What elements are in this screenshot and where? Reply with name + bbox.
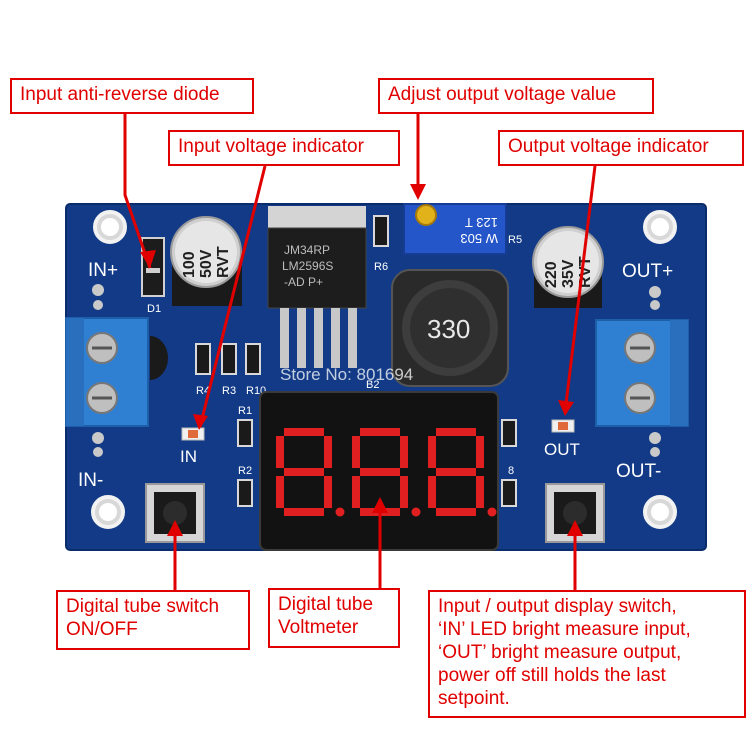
in-minus-label: IN- <box>78 470 103 491</box>
leader-arrowheads <box>140 184 583 536</box>
display-digits <box>276 428 497 517</box>
callout-adjust-voltage: Adjust output voltage value <box>378 78 654 114</box>
mounting-holes <box>91 210 677 529</box>
tube-switch-line1: Digital tube switch <box>66 596 220 617</box>
io-switch-line3: ‘OUT’ bright measure output, <box>438 642 682 663</box>
r4-label: R4 <box>196 385 210 397</box>
b2-label: B2 <box>366 379 379 391</box>
digit-3-segment-c <box>476 476 484 508</box>
digit-1-segment-c <box>324 476 332 508</box>
in-led-label: IN <box>180 447 197 466</box>
r1-label: R1 <box>238 405 252 417</box>
transistor <box>150 336 168 380</box>
digit-3-decimal-point <box>487 507 497 517</box>
digit-1-segment-b <box>324 436 332 468</box>
out-led-label: OUT <box>544 440 580 459</box>
digit-3-segment-g <box>436 468 476 476</box>
callout-tube-switch: Digital tube switch ON/OFF <box>56 590 250 650</box>
digit-2-segment-f <box>352 436 360 468</box>
cap-left-line3: RVT <box>215 246 232 278</box>
solder-pads <box>92 284 661 457</box>
r8-label: 8 <box>508 465 514 477</box>
digit-1-segment-d <box>284 508 324 516</box>
regulator-line1: JM34RP <box>284 243 330 257</box>
callout-input-indicator: Input voltage indicator <box>168 130 400 166</box>
tube-switch-line2: ON/OFF <box>66 619 138 640</box>
inductor-330: 330 <box>391 269 509 387</box>
cap-left-line2: 50V <box>198 249 215 278</box>
regulator-line3: -AD P+ <box>284 275 323 289</box>
callout-voltmeter: Digital tube Voltmeter <box>268 588 400 648</box>
cap-right-line2: 35V <box>560 259 577 288</box>
callout-io-switch: Input / output display switch, ‘IN’ LED … <box>428 590 746 718</box>
pot-line1: W 503 <box>460 231 498 246</box>
input-terminal-block <box>65 317 149 427</box>
r5-label: R5 <box>508 234 522 246</box>
callout-anti-reverse-diode: Input anti-reverse diode <box>10 78 254 114</box>
in-plus-label: IN+ <box>88 260 118 281</box>
digital-tube-display <box>259 391 499 551</box>
voltmeter-line2: Voltmeter <box>278 617 359 638</box>
cap-right-line1: 220 <box>543 261 560 288</box>
r3-label: R3 <box>222 385 236 397</box>
digit-3-segment-f <box>428 436 436 468</box>
resistor-r6 <box>373 215 389 247</box>
resistor-array <box>195 343 261 375</box>
digit-1-segment-e <box>276 476 284 508</box>
out-plus-label: OUT+ <box>622 261 673 282</box>
resistors-display-side <box>237 419 517 507</box>
digit-2-segment-e <box>352 476 360 508</box>
cap-left-line1: 100 <box>181 251 198 278</box>
io-switch-line2: ‘IN’ LED bright measure input, <box>438 619 691 640</box>
digit-3-segment-e <box>428 476 436 508</box>
voltmeter-line1: Digital tube <box>278 594 374 615</box>
io-switch-line5: setpoint. <box>438 688 510 709</box>
digit-3-segment-d <box>436 508 476 516</box>
diode-d1 <box>141 237 165 297</box>
watermark: Store No: 801694 <box>280 365 413 384</box>
digit-2-segment-c <box>400 476 408 508</box>
leader-lines <box>123 110 597 590</box>
digit-2-segment-g <box>360 468 400 476</box>
pot-line2: 123 T <box>465 215 498 230</box>
r6-label: R6 <box>374 261 388 273</box>
io-switch-line1: Input / output display switch, <box>438 596 677 617</box>
digit-1-segment-f <box>276 436 284 468</box>
digit-2-segment-b <box>400 436 408 468</box>
io-switch-line4: power off still holds the last <box>438 665 666 686</box>
r2-label: R2 <box>238 465 252 477</box>
lm2596-regulator: JM34RP LM2596S -AD P+ <box>267 206 367 368</box>
output-terminal-block <box>595 319 689 427</box>
d1-label: D1 <box>147 303 161 315</box>
capacitor-100uf: 100 50V RVT <box>170 216 242 306</box>
digit-1-segment-a <box>284 428 324 436</box>
inductor-label: 330 <box>427 314 470 344</box>
digit-2-decimal-point <box>411 507 421 517</box>
digit-1-segment-g <box>284 468 324 476</box>
digit-3-segment-b <box>476 436 484 468</box>
regulator-line2: LM2596S <box>282 259 333 273</box>
digit-2-segment-a <box>360 428 400 436</box>
digit-3-segment-a <box>436 428 476 436</box>
callout-output-indicator: Output voltage indicator <box>498 130 744 166</box>
digit-1-decimal-point <box>335 507 345 517</box>
potentiometer: W 503 123 T <box>403 203 507 255</box>
out-minus-label: OUT- <box>616 461 661 482</box>
capacitor-220uf: 220 35V RVT <box>532 226 604 308</box>
